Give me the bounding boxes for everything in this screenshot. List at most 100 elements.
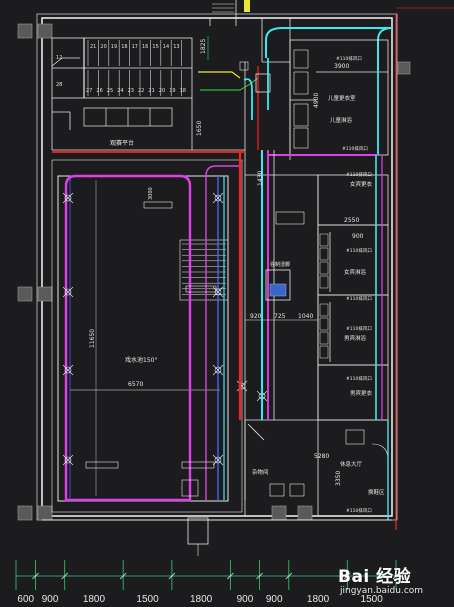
locker bbox=[319, 317, 329, 331]
dim-1650: 1650 bbox=[196, 121, 203, 136]
dim-chain-value: 900 bbox=[42, 594, 59, 605]
dim-920: 920 bbox=[250, 313, 262, 320]
staircase bbox=[51, 37, 193, 99]
pool-fixtures bbox=[85, 201, 217, 497]
right-rooms-walls bbox=[317, 174, 389, 421]
watermark-url: jingyan.baidu.com bbox=[340, 586, 424, 596]
locker bbox=[319, 345, 329, 359]
dim-5280: 5280 bbox=[314, 453, 329, 460]
equipment-box-top bbox=[255, 73, 271, 93]
stair-number: 16 bbox=[142, 44, 148, 50]
magenta-pool-link bbox=[205, 165, 240, 177]
dim-900: 900 bbox=[352, 233, 364, 240]
stair-number: 15 bbox=[152, 44, 158, 50]
dim-725: 725 bbox=[274, 313, 286, 320]
stair-treads bbox=[87, 40, 182, 96]
yellow-tag bbox=[244, 0, 250, 12]
dim-tick-mark bbox=[119, 572, 127, 580]
inlet-marker bbox=[212, 454, 224, 466]
stair-number: 24 bbox=[117, 88, 123, 94]
dim-chain-value: 1500 bbox=[136, 594, 159, 605]
locker bbox=[319, 303, 329, 317]
dim-chain-value: 1800 bbox=[190, 594, 213, 605]
stair-number: 18 bbox=[180, 88, 186, 94]
locker bbox=[319, 261, 329, 275]
dim-chain-value: 900 bbox=[266, 594, 283, 605]
locker bbox=[319, 275, 329, 289]
cyan-pipe-bend-3 bbox=[243, 78, 253, 120]
pool-stair-box bbox=[179, 239, 229, 301]
men-changing-label: 男宾更衣 bbox=[350, 389, 373, 397]
stair-number: 20 bbox=[100, 44, 106, 50]
stair-number: 20 bbox=[159, 88, 165, 94]
dim-4900: 4900 bbox=[313, 93, 320, 108]
dim-11650: 11650 bbox=[89, 329, 96, 348]
vent-label-1: #110排风口 bbox=[336, 55, 362, 62]
locker bbox=[319, 247, 329, 261]
dim-3350: 3350 bbox=[335, 471, 342, 486]
vent-label-7: #110排风口 bbox=[346, 375, 372, 382]
valve-box bbox=[239, 61, 249, 71]
vent-label-6: #110排风口 bbox=[346, 325, 372, 332]
dim-1040: 1040 bbox=[298, 313, 313, 320]
stair-number: 19 bbox=[111, 44, 117, 50]
stair-number: 27 bbox=[86, 88, 92, 94]
foot-bath-water bbox=[269, 283, 287, 297]
watermark-logo: Bai 经验 bbox=[338, 567, 412, 587]
pool-deck-outline bbox=[51, 159, 243, 513]
vent-label-8: #110排风口 bbox=[346, 507, 372, 514]
lobby-furniture bbox=[247, 423, 389, 497]
inlet-marker bbox=[62, 364, 74, 376]
dim-2550: 2550 bbox=[344, 217, 359, 224]
dim-3900: 3900 bbox=[334, 63, 349, 70]
child-lockers bbox=[293, 49, 309, 149]
cyan-pipe-bend-1 bbox=[265, 27, 283, 58]
foot-bath-label: 强制浸脚 bbox=[270, 261, 290, 268]
dim-tick-mark bbox=[61, 572, 69, 580]
foot-bath-box bbox=[265, 269, 291, 301]
dim-chain-value: 1800 bbox=[83, 594, 106, 605]
stair-number: 17 bbox=[132, 44, 138, 50]
corridor-fixture bbox=[275, 211, 305, 225]
dim-tick-mark bbox=[285, 572, 293, 580]
stair-rail bbox=[51, 57, 80, 67]
women-shower-label: 女宾淋浴 bbox=[344, 268, 367, 276]
yellow-pipe-top bbox=[198, 71, 241, 79]
vent-label-5: #110排风口 bbox=[346, 295, 372, 302]
dim-1430: 1430 bbox=[257, 171, 264, 186]
locker bbox=[319, 331, 329, 345]
entrance-label: 换鞋区 bbox=[368, 488, 385, 496]
stair-number: 14 bbox=[163, 44, 169, 50]
dim-6570: 6570 bbox=[128, 381, 143, 388]
vent-label-2: #110排风口 bbox=[342, 145, 368, 152]
dim-chain-value: 1800 bbox=[307, 594, 330, 605]
inlet-marker bbox=[62, 286, 74, 298]
stair-number: 26 bbox=[96, 88, 102, 94]
inlet-marker bbox=[212, 192, 224, 204]
dim-3000: 3000 bbox=[148, 187, 154, 200]
dim-1825: 1825 bbox=[200, 39, 207, 54]
columns bbox=[17, 23, 411, 521]
stair-number: 22 bbox=[138, 88, 144, 94]
dim-tick-mark bbox=[343, 572, 351, 580]
magenta-pool-loop bbox=[64, 174, 192, 502]
dim-chain-value: 600 bbox=[17, 594, 34, 605]
green-pipe-top bbox=[200, 77, 259, 91]
watermark: Bai 经验 jingyan.baidu.com bbox=[338, 560, 450, 602]
dim-tick-mark bbox=[227, 572, 234, 580]
stair-number: 23 bbox=[128, 88, 134, 94]
vent-label-3: #110排风口 bbox=[346, 171, 372, 178]
dim-chain-ticks bbox=[15, 560, 400, 590]
men-shower-label: 男宾淋浴 bbox=[344, 334, 367, 342]
inlet-marker bbox=[62, 192, 74, 204]
small-stair bbox=[212, 3, 234, 13]
dim-tick-mark bbox=[32, 572, 39, 580]
right-lockers bbox=[319, 233, 329, 359]
stair-side-label-1: 12 bbox=[56, 55, 62, 61]
dim-tick-mark bbox=[256, 572, 263, 580]
women-changing-label: 女宾更衣 bbox=[350, 180, 373, 188]
locker bbox=[319, 233, 329, 247]
